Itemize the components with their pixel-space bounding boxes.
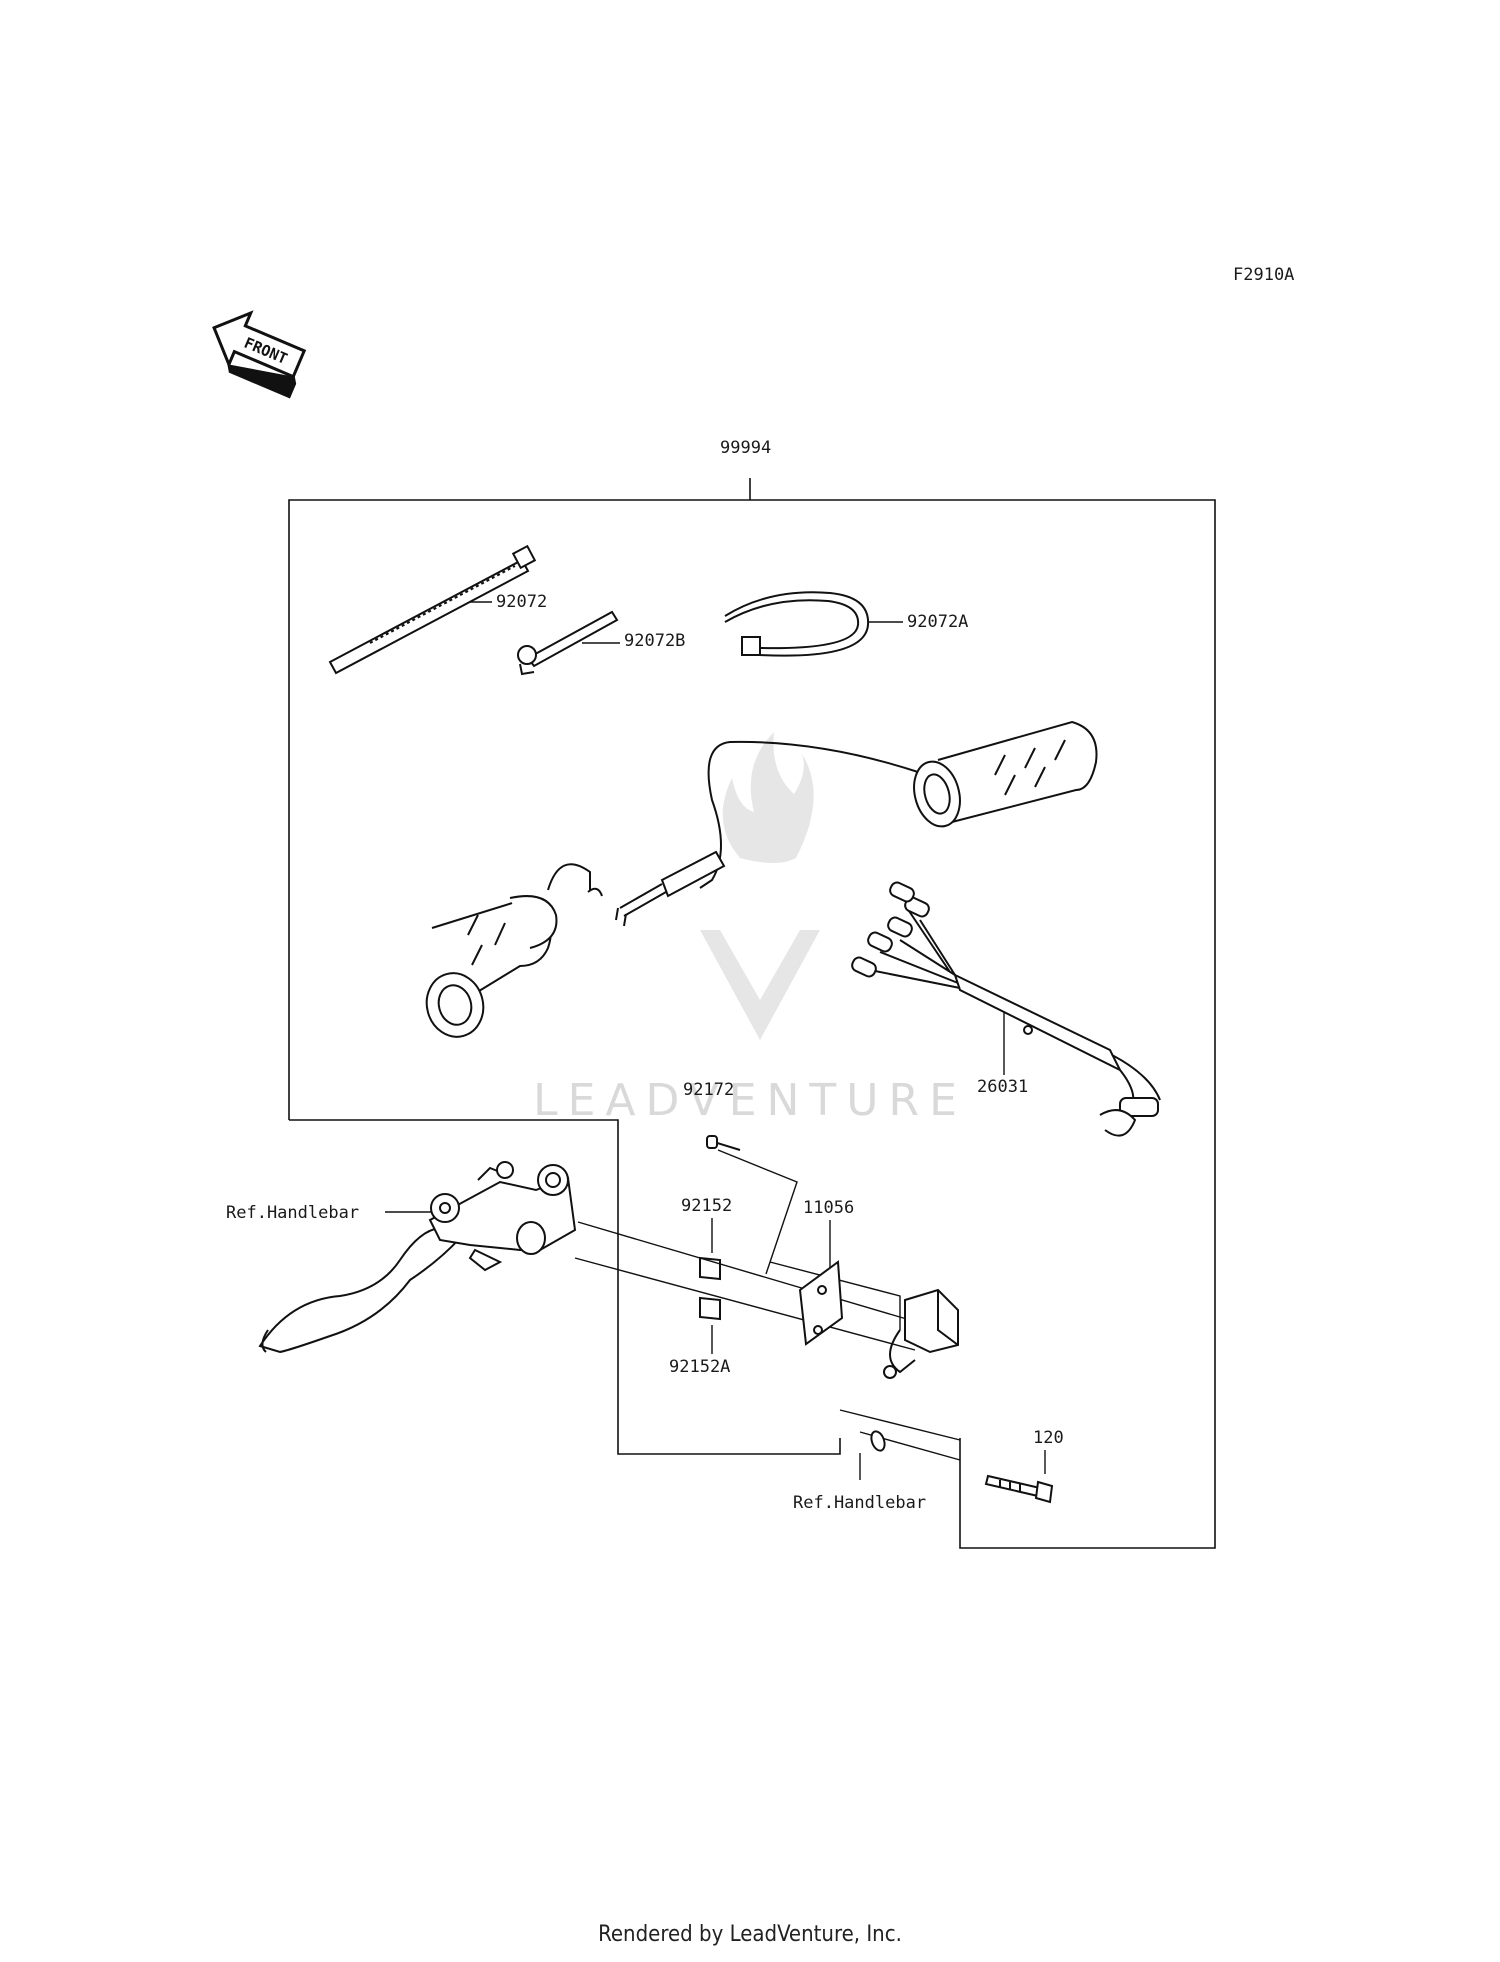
callout-92152a: 92152A	[669, 1357, 730, 1377]
cable-tie-92072b	[517, 610, 619, 676]
ref-handlebar-bottom: Ref.Handlebar	[793, 1493, 926, 1513]
screw-92172	[706, 1135, 741, 1151]
cable-tie-92072	[328, 544, 537, 675]
callout-99994: 99994	[720, 438, 771, 458]
handlebar-lines	[574, 1221, 961, 1461]
grip-connector	[615, 850, 726, 927]
callout-92152: 92152	[681, 1196, 732, 1216]
footer-credit: Rendered by LeadVenture, Inc.	[598, 1922, 902, 1947]
heated-grip-right	[699, 720, 1098, 889]
heated-grip-left	[425, 863, 603, 1038]
figure-code: F2910A	[1233, 265, 1294, 285]
collar-92152	[699, 1256, 721, 1281]
callout-92172: 92172	[683, 1080, 734, 1100]
clutch-lever	[258, 1161, 577, 1354]
callout-92072: 92072	[496, 592, 547, 612]
callout-92072b: 92072B	[624, 631, 685, 651]
callout-11056: 11056	[803, 1198, 854, 1218]
cable-tie-92072a	[724, 591, 870, 657]
washer	[870, 1430, 886, 1452]
callout-92072a: 92072A	[907, 612, 968, 632]
callout-120: 120	[1033, 1428, 1064, 1448]
wiring-harness-26031	[851, 881, 1161, 1137]
collar-92152a	[699, 1296, 721, 1321]
switch-bracket-11056	[798, 1260, 959, 1379]
bolt-120	[984, 1474, 1054, 1504]
front-arrow-icon: FRONT	[212, 310, 307, 399]
ref-handlebar-left: Ref.Handlebar	[226, 1203, 359, 1223]
watermark: LEADVENTURE	[533, 732, 967, 1126]
watermark-text: LEADVENTURE	[533, 1075, 967, 1126]
kit-outline	[288, 478, 1216, 1549]
callout-26031: 26031	[977, 1077, 1028, 1097]
